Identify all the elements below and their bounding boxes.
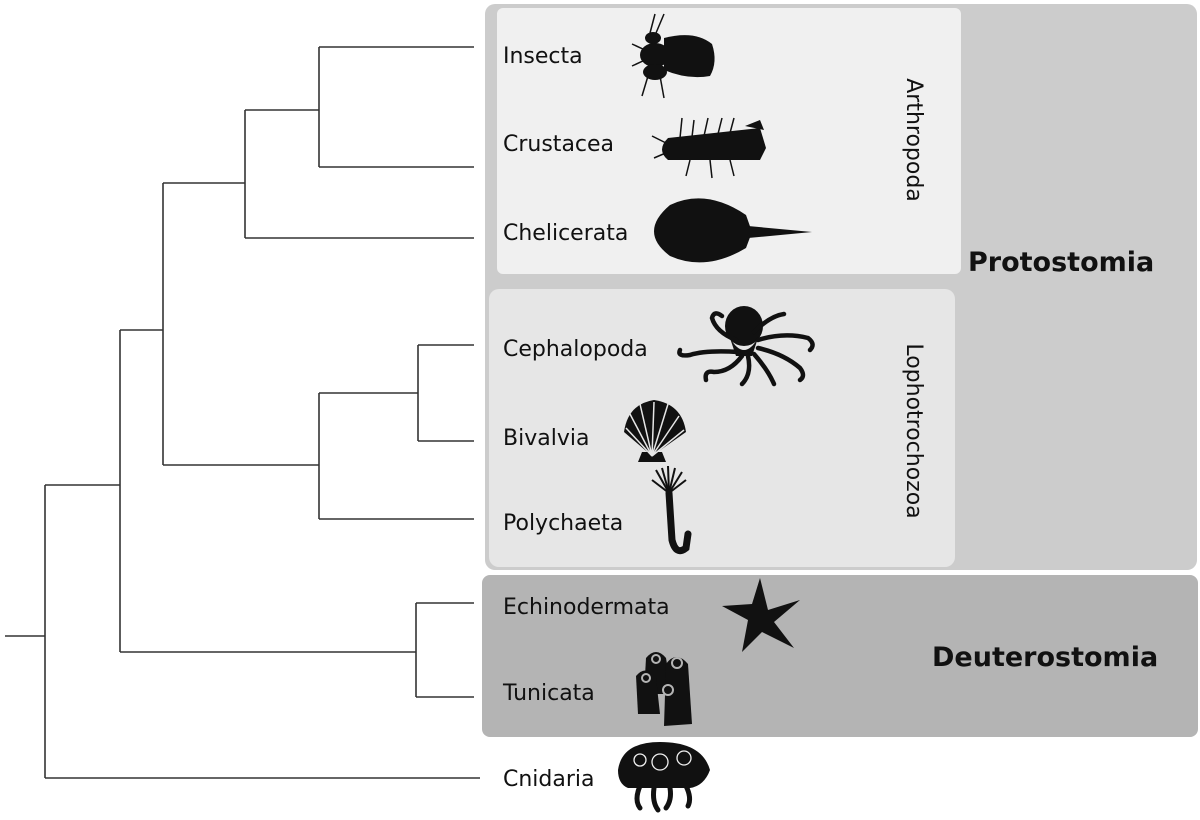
insect-icon <box>631 13 715 99</box>
taxon-label-chelicerata: Chelicerata <box>503 221 628 246</box>
taxon-label-bivalvia: Bivalvia <box>503 426 589 451</box>
crustacean-icon <box>651 117 766 179</box>
tree-branches <box>5 46 480 779</box>
taxon-label-polychaeta: Polychaeta <box>503 511 623 536</box>
taxon-label-cnidaria: Cnidaria <box>503 767 595 792</box>
scallop-icon <box>624 400 686 462</box>
octopus-icon <box>677 306 815 387</box>
starfish-icon <box>722 578 800 652</box>
tunicate-icon <box>636 652 692 726</box>
jellyfish-icon <box>618 742 710 813</box>
polychaete-worm-icon <box>651 465 692 555</box>
taxon-label-crustacea: Crustacea <box>503 132 614 157</box>
clade-label-lophotrochozoa: Lophotrochozoa <box>901 343 926 518</box>
group-label-deuterostomia: Deuterostomia <box>932 642 1158 673</box>
clade-label-arthropoda: Arthropoda <box>901 78 926 202</box>
taxon-label-tunicata: Tunicata <box>502 681 595 706</box>
taxon-label-echinodermata: Echinodermata <box>503 595 670 620</box>
taxon-label-insecta: Insecta <box>503 44 583 69</box>
horseshoe-crab-icon <box>654 198 812 263</box>
taxon-label-cephalopoda: Cephalopoda <box>503 337 648 362</box>
lophotrochozoa-box <box>489 289 955 567</box>
group-label-protostomia: Protostomia <box>968 247 1154 278</box>
deuterostomia-box <box>482 575 1198 737</box>
